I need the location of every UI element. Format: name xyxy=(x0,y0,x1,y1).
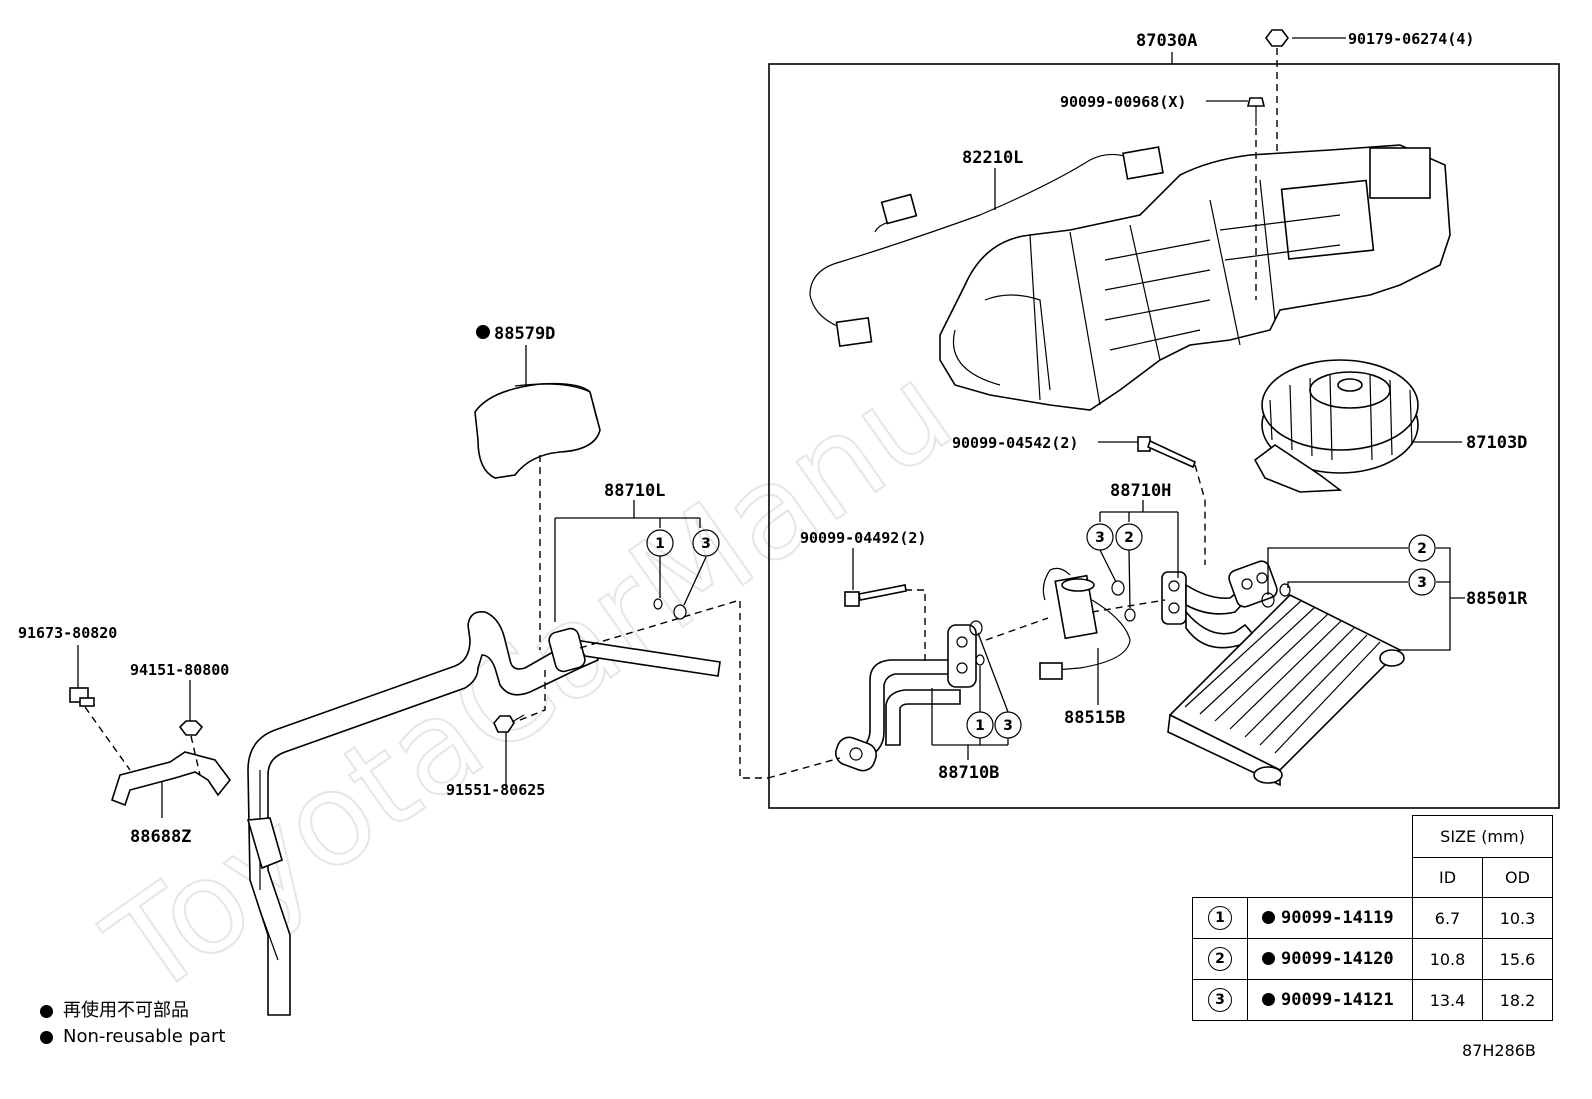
label-88710b: 88710B xyxy=(938,763,999,783)
fastener-91673-80820[interactable] xyxy=(69,687,95,707)
circle-2-88710h: 2 xyxy=(1115,523,1143,551)
nonreusable-dot-icon xyxy=(1262,952,1275,965)
label-88710h: 88710H xyxy=(1110,481,1171,501)
svg-text:3: 3 xyxy=(701,536,711,552)
circle-2-88501r: 2 xyxy=(1408,534,1436,562)
od-value: 10.3 xyxy=(1482,897,1553,939)
circle-1-88710b: 1 xyxy=(966,711,994,739)
fastener-90179-clip[interactable] xyxy=(1265,29,1289,47)
o-rings[interactable] xyxy=(653,580,1291,666)
svg-text:2: 2 xyxy=(1417,541,1427,557)
blower-motor[interactable] xyxy=(1253,359,1419,493)
seal-pad[interactable] xyxy=(474,382,601,479)
expansion-valve[interactable] xyxy=(1039,567,1131,680)
figure-code: 87H286B xyxy=(1462,1041,1536,1060)
od-value: 15.6 xyxy=(1482,938,1553,980)
svg-text:3: 3 xyxy=(1095,530,1105,546)
label-87103d: 87103D xyxy=(1466,433,1527,453)
table-row: 3 90099-14121 13.4 18.2 xyxy=(1192,979,1553,1021)
tube-88710b[interactable] xyxy=(832,624,977,774)
label-90099-04492: 90099-04492(2) xyxy=(800,529,926,547)
circle-3-88710h: 3 xyxy=(1086,523,1114,551)
col-od-header: OD xyxy=(1482,857,1553,898)
label-88688z: 88688Z xyxy=(130,827,191,847)
svg-text:3: 3 xyxy=(1417,575,1427,591)
hvac-unit-housing[interactable] xyxy=(939,144,1451,411)
part-number: 90099-14121 xyxy=(1281,990,1394,1010)
part-number: 90099-14120 xyxy=(1281,949,1394,969)
legend-en: Non-reusable part xyxy=(63,1026,226,1047)
label-88579d: 88579D xyxy=(494,324,555,344)
label-88515b: 88515B xyxy=(1064,708,1125,728)
nonreusable-dot-icon xyxy=(1262,993,1275,1006)
label-90099-04542: 90099-04542(2) xyxy=(952,434,1078,452)
label-90099-00968: 90099-00968(X) xyxy=(1060,93,1186,111)
label-88710l: 88710L xyxy=(604,481,665,501)
circle-1-88710l: 1 xyxy=(646,529,674,557)
nonreusable-dot-88579d xyxy=(476,325,490,339)
nonreusable-dot-icon xyxy=(40,1004,53,1018)
row-number: 2 xyxy=(1208,947,1232,971)
label-91673-80820: 91673-80820 xyxy=(18,624,117,642)
fastener-90099-04492[interactable] xyxy=(844,584,907,607)
circle-3-88710b: 3 xyxy=(994,711,1022,739)
svg-text:1: 1 xyxy=(975,718,985,734)
part-number: 90099-14119 xyxy=(1281,908,1394,928)
id-value: 10.8 xyxy=(1412,938,1483,980)
wire-harness[interactable] xyxy=(809,146,1164,348)
label-91551-80625: 91551-80625 xyxy=(446,781,545,799)
ref-circles: 1 3 3 2 2 3 1 3 xyxy=(646,523,1436,739)
id-value: 6.7 xyxy=(1412,897,1483,939)
od-value: 18.2 xyxy=(1482,979,1553,1021)
fastener-94151-80800[interactable] xyxy=(178,720,204,736)
svg-text:1: 1 xyxy=(655,536,665,552)
legend-jp: 再使用不可部品 xyxy=(63,1000,189,1021)
label-88501r: 88501R xyxy=(1466,589,1528,609)
table-row: 1 90099-14119 6.7 10.3 xyxy=(1192,897,1553,939)
size-header: SIZE (mm) xyxy=(1412,815,1553,858)
assembly-dashed-lines xyxy=(84,48,1278,779)
label-94151-80800: 94151-80800 xyxy=(130,661,229,679)
o-ring-size-table: SIZE (mm) ID OD 1 90099-14119 6.7 10.3 2… xyxy=(1192,815,1553,1021)
table-row: 2 90099-14120 10.8 15.6 xyxy=(1192,938,1553,980)
part-labels: 87030A 90179-06274(4) 90099-00968(X) 822… xyxy=(18,30,1528,847)
fastener-90099-00968[interactable] xyxy=(1246,97,1266,126)
assembly-frame xyxy=(768,63,1560,809)
bracket[interactable] xyxy=(111,751,232,807)
fastener-91551-80625[interactable] xyxy=(493,714,525,733)
circle-3-88710l: 3 xyxy=(692,529,720,557)
tube-88710h[interactable] xyxy=(1161,559,1279,649)
label-82210l: 82210L xyxy=(962,148,1023,168)
row-number: 3 xyxy=(1208,988,1232,1012)
svg-text:2: 2 xyxy=(1124,530,1134,546)
id-value: 13.4 xyxy=(1412,979,1483,1021)
nonreusable-dot-icon xyxy=(1262,911,1275,924)
label-90179-06274: 90179-06274(4) xyxy=(1348,30,1474,48)
leader-lines xyxy=(77,37,1465,818)
col-id-header: ID xyxy=(1412,857,1483,898)
evaporator-core[interactable] xyxy=(1167,594,1405,787)
fastener-90099-04542[interactable] xyxy=(1137,436,1197,469)
pipe-88710l[interactable] xyxy=(246,610,721,1016)
svg-text:3: 3 xyxy=(1003,718,1013,734)
legend: 再使用不可部品 Non-reusable part xyxy=(40,998,225,1050)
label-87030a: 87030A xyxy=(1136,31,1197,51)
nonreusable-dot-icon xyxy=(40,1030,53,1044)
circle-3-88501r: 3 xyxy=(1408,568,1436,596)
row-number: 1 xyxy=(1208,906,1232,930)
